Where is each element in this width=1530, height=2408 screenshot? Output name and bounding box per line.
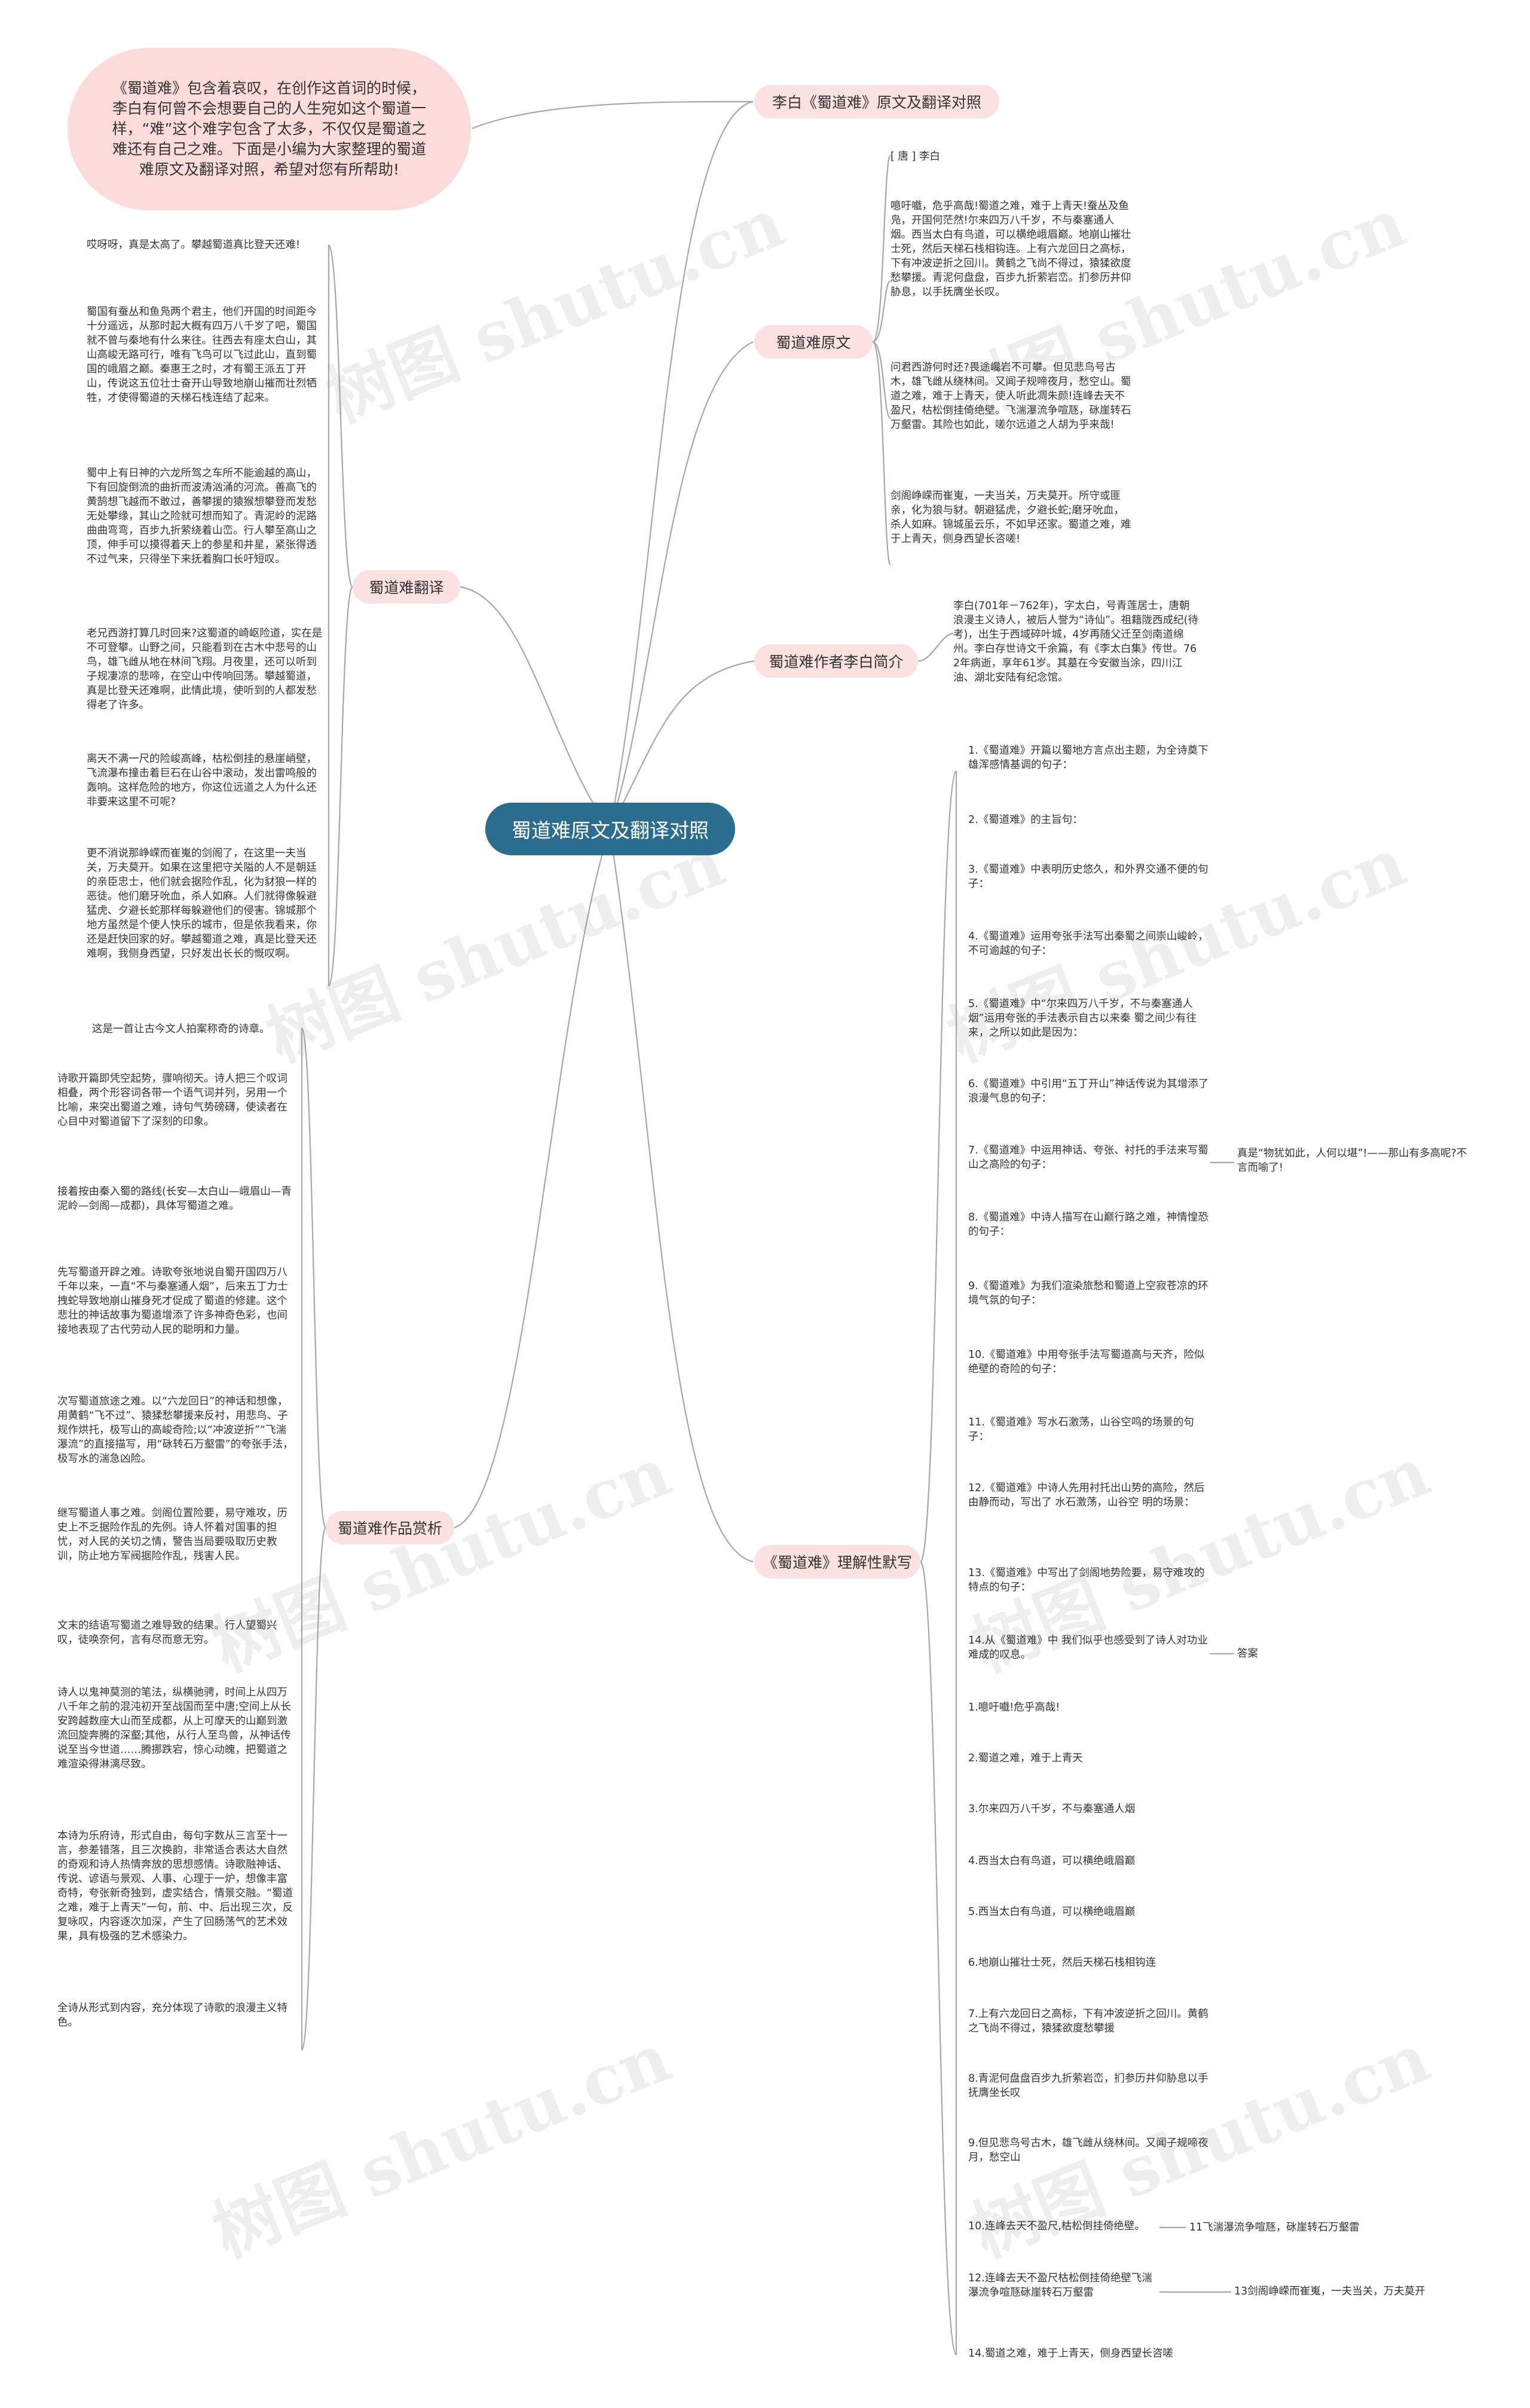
quiz-question: 1.《蜀道难》开篇以蜀地方言点出主题，为全诗奠下雄浑感情基调的句子： bbox=[968, 745, 1208, 771]
quiz-question: 9.《蜀道难》为我们渲染旅愁和蜀道上空寂苍凉的环境气氛的句子： bbox=[968, 1280, 1208, 1306]
quiz-answer: 6.地崩山摧壮士死，然后天梯石栈相钩连 bbox=[968, 1957, 1156, 1969]
appreciation-leaf: 诗人以鬼神莫测的笔法，纵横驰骋，时间上从四万八千年之前的混沌初开至战国而至中唐;… bbox=[57, 1687, 291, 1770]
link-root-compare bbox=[608, 100, 754, 830]
quiz-answer: 12.连峰去天不盈尺枯松倒挂倚绝壁飞湍瀑流争喧豗砯崖转石万壑雷 bbox=[968, 2272, 1152, 2299]
quiz-question: 13.《蜀道难》中写出了剑阁地势险要，易守难攻的特点的句子： bbox=[968, 1567, 1205, 1593]
link-root-quiz bbox=[608, 828, 754, 1563]
appreciation-leaf: 全诗从形式到内容，充分体现了诗歌的浪漫主义特色。 bbox=[57, 2002, 287, 2028]
quiz-answer: 10.连峰去天不盈尺,枯松倒挂倚绝壁。 bbox=[968, 2220, 1145, 2232]
quiz-answer: 5.西当太白有鸟道，可以横绝峨眉巅 bbox=[968, 1906, 1136, 1918]
quiz-sub-leaf: 真是“物犹如此，人何以堪”!——那山有多高呢?不言而喻了! bbox=[1237, 1148, 1467, 1174]
link-root-author bbox=[609, 660, 755, 830]
appreciation-leaf: 文末的结语写蜀道之难导致的结果。行人望蜀兴叹，徒唤奈何，言有尽而意无穷。 bbox=[57, 1620, 277, 1646]
quiz-sub-leaf: 13剑阁峥嵘而崔嵬，一夫当关，万夫莫开 bbox=[1234, 2285, 1425, 2297]
quiz-sub-leaf: 11飞湍瀑流争喧豗，砯崖转石万壑雷 bbox=[1189, 2222, 1360, 2233]
quiz-question: 12.《蜀道难》中诗人先用衬托出山势的高险，然后由静而动，写出了 水石激荡，山谷… bbox=[968, 1482, 1205, 1509]
quiz-question: 10.《蜀道难》中用夸张手法写蜀道高与天齐，险似绝壁的奇险的句子： bbox=[968, 1349, 1205, 1375]
appreciation-leaf: 这是一首让古今文人拍案称奇的诗章。 bbox=[92, 1023, 270, 1035]
quiz-question: 2.《蜀道难》的主旨句： bbox=[968, 814, 1083, 826]
quiz-answer: 4.西当太白有鸟道，可以横绝峨眉巅 bbox=[968, 1855, 1136, 1867]
quiz-answer: 7.上有六龙回日之高标，下有冲波逆折之回川。黄鹤之飞尚不得过，猿猱欲度愁攀援 bbox=[968, 2008, 1208, 2034]
quiz-question: 3.《蜀道难》中表明历史悠久，和外界交通不便的句子： bbox=[968, 864, 1208, 890]
link-compare-intro bbox=[472, 100, 754, 130]
appreciation-leaf: 诗歌开篇即凭空起势，骤响彻天。诗人把三个叹词相叠，两个形容词各带一个语气词并列，… bbox=[57, 1073, 287, 1128]
quiz-question: 11.《蜀道难》写水石激荡，山谷空鸣的场景的句子： bbox=[968, 1416, 1194, 1443]
translation-leaf: 更不消说那峥嵘而崔嵬的剑阁了，在这里一夫当关，万夫莫开。如果在这里把守关隘的人不… bbox=[87, 847, 317, 960]
root-node[interactable]: 蜀道难原文及翻译对照 bbox=[485, 803, 735, 855]
quiz-answer: 9.但见悲鸟号古木，雄飞雌从绕林间。又闻子规啼夜月，愁空山 bbox=[968, 2137, 1208, 2164]
branch-appreciation[interactable]: 蜀道难作品赏析 bbox=[326, 1511, 454, 1544]
intro-text: 《蜀道难》包含着哀叹，在创作这首词的时候，李白有何曾不会想要自己的人生宛如这个蜀… bbox=[112, 79, 427, 178]
appreciation-leaf: 继写蜀道人事之难。剑阁位置险要，易守难攻，历史上不乏据险作乱的先例。诗人怀着对国… bbox=[57, 1507, 287, 1562]
original-leaf: 噫吁嚱，危乎高哉!蜀道之难，难于上青天!蚕丛及鱼凫，开国何茫然!尔来四万八千岁，… bbox=[891, 200, 1131, 298]
branch-original[interactable]: 蜀道难原文 bbox=[754, 325, 873, 359]
translation-leaf: 蜀中上有日神的六龙所驾之车所不能逾越的高山，下有回旋倒流的曲折而波涛汹涌的河流。… bbox=[87, 467, 317, 565]
original-leaf: 剑阁峥嵘而崔嵬，一夫当关，万夫莫开。所守或匪亲，化为狼与豺。朝避猛虎，夕避长蛇;… bbox=[891, 490, 1131, 545]
branch-translation[interactable]: 蜀道难翻译 bbox=[353, 570, 460, 604]
quiz-question: 4.《蜀道难》运用夸张手法写出秦蜀之间崇山峻岭，不可逾越的句子： bbox=[968, 931, 1208, 957]
quiz-question: 8.《蜀道难》中诗人描写在山巅行路之难，神情惶恐的句子： bbox=[968, 1211, 1208, 1238]
translation-leaf: 离天不满一尺的险峻高峰，枯松倒挂的悬崖峭壁，飞流瀑布撞击着巨石在山谷中滚动，发出… bbox=[87, 753, 317, 808]
intro-node: 《蜀道难》包含着哀叹，在创作这首词的时候，李白有何曾不会想要自己的人生宛如这个蜀… bbox=[68, 48, 471, 210]
author-leaf: 李白(701年－762年)，字太白，号青莲居士，唐朝浪漫主义诗人，被后人誉为“诗… bbox=[953, 600, 1198, 684]
branch-author[interactable]: 蜀道难作者李白简介 bbox=[754, 644, 918, 678]
link-root-original bbox=[608, 341, 754, 830]
quiz-question: 7.《蜀道难》中运用神话、夸张、衬托的手法来写蜀山之高险的句子： bbox=[968, 1145, 1208, 1171]
original-leaf: 问君西游何时还?畏途巉岩不可攀。但见悲鸟号古木，雄飞雌从绕林间。又闻子规啼夜月，… bbox=[891, 362, 1131, 431]
branch-quiz[interactable]: 《蜀道难》理解性默写 bbox=[754, 1545, 920, 1578]
translation-leaf: 老兄西游打算几时回来?这蜀道的崎岖险道，实在是不可登攀。山野之间，只能看到在古木… bbox=[87, 628, 323, 711]
quiz-sub-leaf: 答案 bbox=[1237, 1648, 1258, 1660]
quiz-answer: 3.尔来四万八千岁，不与秦塞通人烟 bbox=[968, 1803, 1136, 1815]
quiz-answer: 2.蜀道之难，难于上青天 bbox=[968, 1752, 1083, 1764]
quiz-answer: 14.蜀道之难，难于上青天，侧身西望长咨嗟 bbox=[968, 2348, 1173, 2360]
appreciation-leaf: 接着按由秦入蜀的路线(长安—太白山—峨眉山—青泥岭—剑阁—成都)，具体写蜀道之难… bbox=[57, 1186, 292, 1212]
quiz-answer: 8.青泥何盘盘百步九折萦岩峦，扪参历井仰胁息以手抚膺坐长叹 bbox=[968, 2073, 1208, 2099]
quiz-question: 6.《蜀道难》中引用“五丁开山”神话传说为其增添了浪漫气息的句子： bbox=[968, 1078, 1209, 1104]
appreciation-leaf: 次写蜀道旅途之难。以“六龙回日”的神话和想像，用黄鹤“飞不过”、猿猱愁攀援来反衬… bbox=[57, 1396, 293, 1465]
link-root-translation bbox=[460, 586, 610, 830]
translation-leaf: 蜀国有蚕丛和鱼凫两个君主，他们开国的时间距今十分遥远，从那时起大概有四万八千岁了… bbox=[87, 306, 317, 404]
branch-compare[interactable]: 李白《蜀道难》原文及翻译对照 bbox=[754, 85, 999, 118]
quiz-question: 5.《蜀道难》中“尔来四万八千岁，不与秦塞通人烟”运用夸张的手法表示自古以来秦 … bbox=[968, 998, 1197, 1039]
appreciation-leaf: 本诗为乐府诗，形式自由，每句字数从三言至十一言，参差错落，且三次换韵，非常适合表… bbox=[57, 1830, 293, 1942]
quiz-answer: 1.噫吁嚱!危乎高哉! bbox=[968, 1702, 1060, 1714]
appreciation-leaf: 先写蜀道开辟之难。诗歌夸张地说自蜀开国四万八千年以来，一直“不与秦塞通人烟”，后… bbox=[57, 1266, 288, 1336]
original-leaf: [ 唐 ] 李白 bbox=[891, 151, 940, 163]
quiz-question: 14.从《蜀道难》中 我们似乎也感受到了诗人对功业难成的叹息。 bbox=[968, 1635, 1208, 1661]
link-root-appreciation bbox=[454, 828, 611, 1529]
translation-leaf: 哎呀呀，真是太高了。攀越蜀道真比登天还难! bbox=[87, 239, 301, 251]
